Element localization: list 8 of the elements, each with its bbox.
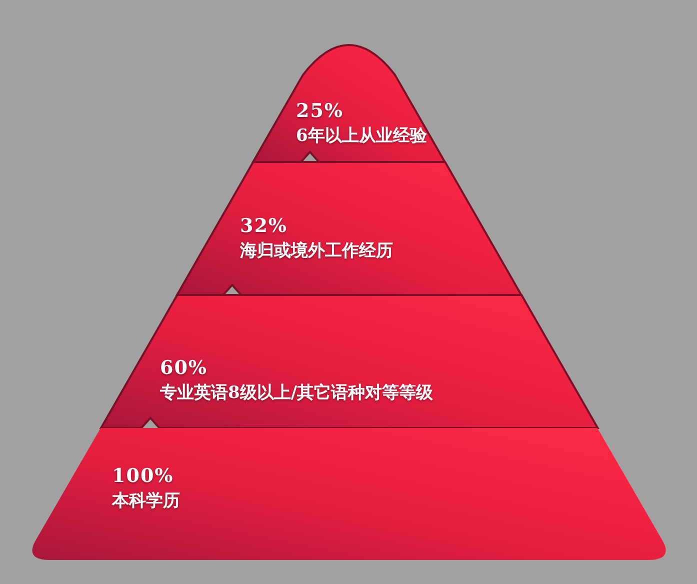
tier-description: 本科学历 bbox=[112, 490, 180, 512]
percentage: 32% bbox=[240, 215, 288, 237]
percentage: 100% bbox=[112, 465, 174, 487]
percentage: 60% bbox=[160, 357, 208, 379]
tier-description: 6年以上从业经验 bbox=[296, 125, 427, 147]
tier-description: 海归或境外工作经历 bbox=[240, 240, 393, 262]
tier-description: 专业英语8级以上/其它语种对等等级 bbox=[160, 382, 434, 404]
percentage: 25% bbox=[296, 100, 344, 122]
